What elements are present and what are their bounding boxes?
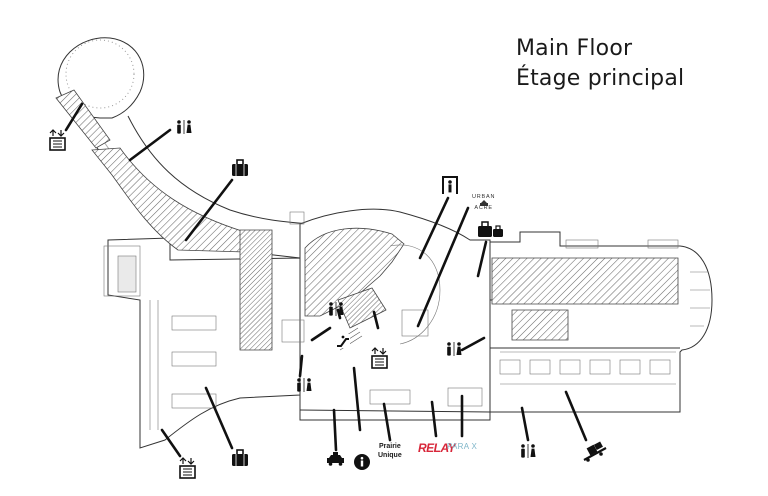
prairie-line-2: Unique — [378, 452, 402, 459]
restroom-icon — [521, 444, 536, 458]
elevator-icon — [371, 347, 388, 369]
relay-label: RELAY — [418, 441, 456, 455]
baggage-icon — [232, 159, 248, 176]
urban-acre-logo — [480, 200, 488, 206]
prairie-line-1: Prairie — [378, 443, 401, 450]
baggage-icon — [232, 449, 248, 466]
prairie-unique-label: Prairie Unique — [378, 442, 402, 460]
security-gate-icon — [442, 176, 458, 194]
interior-details — [103, 211, 710, 430]
urban-acre-label: URBAN ACRE — [472, 194, 495, 212]
taxi-icon — [327, 452, 344, 466]
elevator-icon — [49, 129, 66, 151]
callout-lines — [64, 102, 588, 458]
escalator-icon — [336, 334, 350, 348]
urban-line-2: ACRE — [474, 205, 493, 211]
baggage-icon — [478, 221, 503, 237]
urban-line-1: URBAN — [472, 194, 496, 200]
restroom-icon — [329, 302, 344, 316]
map-title-en: Main Floor — [516, 36, 633, 61]
restricted-areas — [55, 89, 679, 351]
map-title-fr: Étage principal — [516, 66, 685, 91]
restroom-icon — [177, 120, 192, 134]
restroom-icon — [297, 378, 312, 392]
elevator-icon — [179, 457, 196, 479]
para-x-label: PARA X — [447, 442, 478, 451]
information-icon — [354, 454, 370, 470]
restroom-icon — [447, 342, 462, 356]
baggage-cart-icon — [583, 441, 607, 462]
